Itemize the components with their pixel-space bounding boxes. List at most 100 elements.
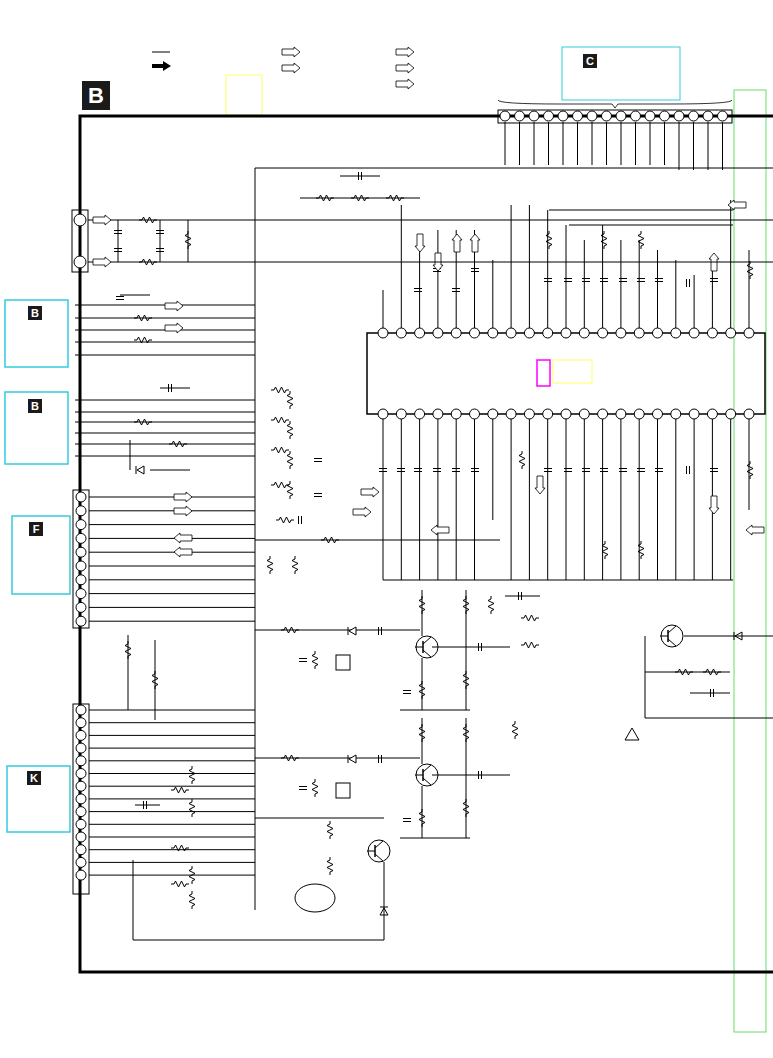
resistor-symbol [185, 231, 191, 249]
resistor-symbol [139, 217, 157, 223]
capacitor-symbol [687, 466, 690, 474]
wire [89, 748, 255, 749]
capacitor-symbol [637, 469, 645, 472]
wire [75, 355, 255, 356]
resistor-symbol [292, 556, 298, 574]
capacitor-symbol [397, 469, 405, 472]
wire [255, 168, 773, 169]
wire [679, 122, 680, 170]
connector-pin [76, 857, 86, 867]
section-letter: B [88, 85, 104, 107]
capacitor-symbol [519, 592, 522, 600]
outline-box [226, 75, 262, 115]
resistor-symbol [601, 231, 607, 249]
wire [383, 414, 384, 580]
connector-pin [488, 328, 498, 338]
capacitor-symbol [299, 659, 307, 662]
connector-pin [76, 781, 86, 791]
wire [422, 718, 423, 764]
wire [89, 607, 255, 608]
wire [584, 414, 585, 580]
wire [422, 658, 423, 710]
resistor-symbol [171, 845, 189, 851]
resistor-symbol [546, 231, 552, 249]
connector-pin [76, 506, 86, 516]
capacitor-symbol [359, 172, 362, 180]
resistor-symbol [287, 391, 293, 409]
connector-pin [653, 409, 663, 419]
signal-arrow [470, 234, 480, 252]
section-badge: K [27, 771, 41, 785]
capacitor-symbol [379, 469, 387, 472]
connector-pin [598, 328, 608, 338]
capacitor-symbol [619, 469, 627, 472]
wire [492, 260, 493, 333]
connector-pin [573, 111, 583, 121]
resistor-symbol [488, 596, 494, 614]
connector-pin [506, 328, 516, 338]
resistor-symbol [134, 419, 152, 425]
wire [160, 220, 161, 262]
signal-arrow [728, 200, 746, 210]
wire [255, 540, 500, 541]
capacitor-symbol [564, 469, 572, 472]
wire [160, 388, 190, 389]
connector-pin [544, 111, 554, 121]
capacitor-symbol [299, 516, 302, 524]
wire [592, 122, 593, 165]
wire [89, 875, 255, 876]
signal-arrow [174, 492, 192, 502]
connector-pin [451, 328, 461, 338]
outline-box [73, 490, 89, 628]
wire [722, 122, 723, 170]
resistor-symbol [521, 615, 539, 621]
outline-box [12, 516, 70, 594]
wire [401, 205, 402, 333]
connector-pin [378, 328, 388, 338]
wire [730, 414, 731, 580]
wire [89, 824, 255, 825]
capacitor-symbol [564, 279, 572, 282]
wire [419, 414, 420, 580]
outline-box [5, 300, 68, 367]
wire [422, 786, 423, 838]
outline-box [7, 766, 70, 832]
connector-pin [76, 492, 86, 502]
wire [383, 580, 733, 581]
signal-arrow [165, 301, 183, 311]
connector-pin [470, 328, 480, 338]
wire [645, 718, 773, 719]
diode-symbol [348, 627, 356, 635]
wire [519, 122, 520, 165]
wire [89, 621, 255, 622]
wire [566, 414, 567, 580]
connector-pin [631, 111, 641, 121]
wire [708, 122, 709, 170]
wire [89, 538, 255, 539]
wire [547, 210, 548, 333]
wire [529, 414, 530, 580]
jack-symbol [74, 256, 86, 268]
signal-arrow [415, 234, 425, 252]
signal-arrow [282, 63, 300, 73]
capacitor-symbol [655, 469, 663, 472]
wire [684, 636, 773, 637]
resistor-symbol [171, 881, 189, 887]
connector-pin [634, 328, 644, 338]
connector-pin [718, 111, 728, 121]
connector-pin [616, 111, 626, 121]
connector-pin [634, 409, 644, 419]
connector-pin [726, 328, 736, 338]
capacitor-symbol [379, 755, 382, 763]
wire [694, 275, 695, 333]
connector-pin [515, 111, 525, 121]
wire [639, 240, 640, 333]
connector-pin [76, 832, 86, 842]
wire [694, 414, 695, 580]
wire [400, 710, 470, 711]
wire [534, 122, 535, 165]
resistor-symbol [747, 461, 753, 479]
connector-pin [76, 743, 86, 753]
